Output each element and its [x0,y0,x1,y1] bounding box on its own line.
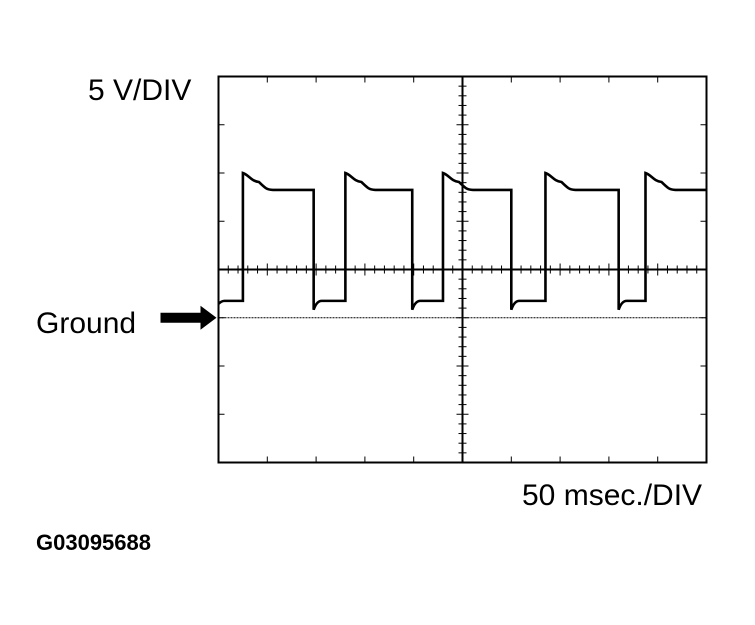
ground-arrow-icon [160,305,217,330]
figure-id: G03095688 [36,530,151,555]
signal-trace [217,171,707,311]
time-per-div-label: 50 msec./DIV [522,479,703,512]
ground-label: Ground [36,307,137,340]
grid [218,76,707,463]
volts-per-div-label: 5 V/DIV [88,74,192,107]
